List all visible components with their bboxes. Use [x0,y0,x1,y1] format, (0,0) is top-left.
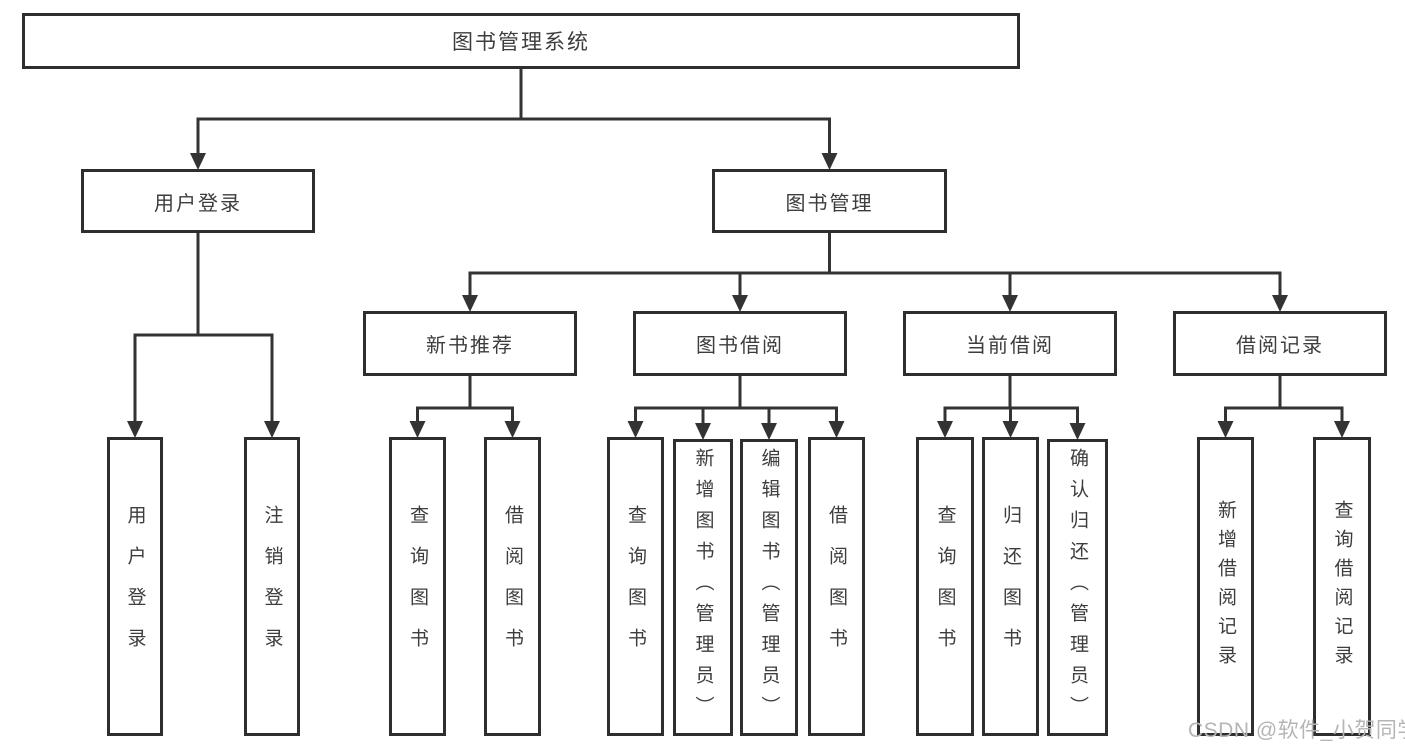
node-cb-return: 归还图书 [982,437,1039,736]
node-user-login: 用户登录 [81,169,315,233]
arrowhead-logout [264,421,280,438]
arrowhead-cb-query [937,421,953,438]
node-label: 新增借阅记录 [1215,499,1236,674]
node-label: 查询图书 [934,504,956,669]
node-new-book-rec: 新书推荐 [363,311,577,376]
node-label: 新书推荐 [426,335,514,357]
arrowhead-current-borrow [1002,295,1018,312]
node-br-add: 新增借阅记录 [1197,437,1254,736]
node-label: 图书管理 [785,192,874,215]
arrowhead-cb-confirm [1069,423,1086,440]
node-root: 图书管理系统 [22,13,1020,69]
arrowhead-new-book-rec [462,295,478,312]
node-label: 借阅图书 [826,504,847,669]
edge-current-borrow [943,376,1079,426]
arrowhead-br-add [1217,421,1234,438]
node-label: 新增图书（管理员） [692,448,714,727]
arrowhead-book-borrow [732,295,748,312]
node-rec-borrow: 借阅图书 [484,437,541,736]
arrowhead-rec-borrow [504,421,521,438]
node-label: 借阅图书 [502,504,523,669]
edge-user-login [133,233,274,424]
node-bb-query: 查询图书 [607,437,664,736]
edge-book-borrow [634,376,838,426]
edge-borrow-records [1224,376,1344,424]
node-cb-query: 查询图书 [916,437,974,736]
arrowhead-bb-add [695,423,711,440]
node-bb-edit: 编辑图书（管理员） [740,439,798,736]
node-label: 注销登录 [261,504,283,669]
node-rec-query: 查询图书 [389,437,446,736]
arrowhead-br-query [1334,421,1350,438]
arrowhead-user-login [190,153,206,170]
node-current-borrow: 当前借阅 [903,311,1117,376]
node-label: 用户登录 [124,504,146,669]
node-label: 用户登录 [154,192,242,215]
watermark: CSDN @软件_小贺同学 [1188,719,1405,742]
arrowhead-bb-edit [761,423,777,440]
node-label: 归还图书 [1000,504,1021,669]
arrowhead-cb-return [1002,421,1019,438]
node-bb-add: 新增图书（管理员） [673,439,733,736]
node-login: 用户登录 [107,437,163,736]
node-bb-borrow: 借阅图书 [808,437,865,736]
node-label: 查询借阅记录 [1331,499,1353,674]
node-logout: 注销登录 [244,437,300,736]
edge-new-book-rec [416,376,514,424]
arrowhead-bb-borrow [828,421,845,438]
node-label: 当前借阅 [966,335,1054,357]
node-label: 借阅记录 [1236,335,1324,357]
node-cb-confirm: 确认归还（管理员） [1047,439,1108,736]
edge-root [196,69,831,156]
node-borrow-records: 借阅记录 [1173,311,1387,376]
node-label: 确认归还（管理员） [1067,448,1088,727]
arrowhead-borrow-records [1272,295,1288,312]
node-br-query: 查询借阅记录 [1313,437,1371,736]
arrowhead-login [127,421,143,438]
arrowhead-book-mgmt [821,153,838,170]
arrowhead-bb-query [627,421,644,438]
arrowhead-rec-query [409,421,426,438]
edge-book-mgmt [468,233,1282,298]
node-label: 图书管理系统 [452,31,590,54]
node-label: 查询图书 [625,504,646,669]
node-book-mgmt: 图书管理 [712,169,947,233]
node-book-borrow: 图书借阅 [633,311,847,376]
node-label: 查询图书 [407,504,428,669]
node-label: 编辑图书（管理员） [758,448,780,727]
node-label: 图书借阅 [696,335,784,357]
